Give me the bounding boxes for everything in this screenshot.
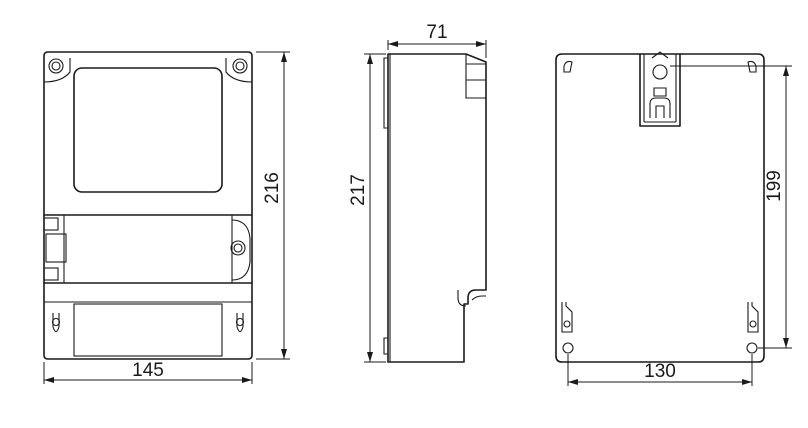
- side-height-dimension: 217: [348, 53, 386, 363]
- back-height-label: 199: [764, 170, 785, 202]
- front-height-label: 216: [262, 172, 283, 204]
- front-width-label: 145: [132, 360, 164, 381]
- side-height-label: 217: [348, 174, 369, 206]
- back-view: [555, 51, 765, 363]
- back-width-label: 130: [644, 361, 676, 382]
- back-height-dimension: 199: [670, 65, 792, 349]
- side-view: [383, 53, 487, 363]
- side-depth-label: 71: [426, 22, 447, 43]
- side-depth-dimension: 71: [387, 22, 487, 58]
- front-view: [43, 51, 253, 360]
- front-width-dimension: 145: [43, 360, 253, 384]
- back-width-dimension: 130: [567, 354, 753, 386]
- front-height-dimension: 216: [256, 51, 290, 360]
